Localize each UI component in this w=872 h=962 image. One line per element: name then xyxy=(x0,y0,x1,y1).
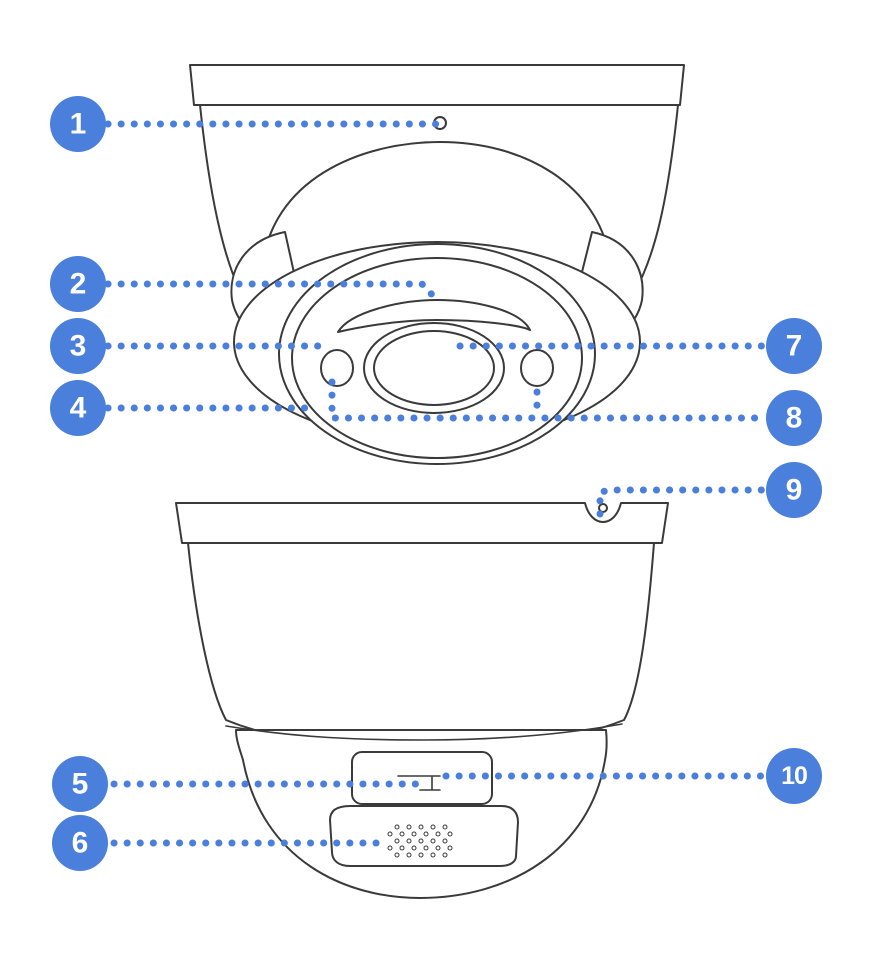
callout-badge-2: 2 xyxy=(50,256,106,312)
speaker-holes xyxy=(387,824,453,858)
dome-seam xyxy=(225,723,623,741)
speaker-hole xyxy=(418,852,424,858)
card-slot-cover xyxy=(351,751,493,805)
callout-badge-3: 3 xyxy=(50,318,106,374)
speaker-hole xyxy=(430,852,436,858)
speaker-hole xyxy=(423,831,429,837)
speaker-hole xyxy=(394,838,400,844)
callout-label-7: 7 xyxy=(786,330,803,363)
callout-label-9: 9 xyxy=(786,474,803,507)
speaker-hole xyxy=(406,824,412,830)
reset-pin-hole xyxy=(598,503,608,513)
speaker-hole xyxy=(447,831,453,837)
leader-line-9 xyxy=(596,486,767,518)
speaker-hole xyxy=(442,852,448,858)
bottom-bowl xyxy=(187,542,655,749)
callout-label-1: 1 xyxy=(70,108,87,141)
callout-label-6: 6 xyxy=(72,827,89,860)
leader-line-8 xyxy=(328,378,770,422)
front-top-rim xyxy=(189,64,685,106)
speaker-plate xyxy=(329,805,519,867)
leader-lines xyxy=(104,120,770,847)
light-sensor xyxy=(337,299,531,333)
speaker-hole xyxy=(442,824,448,830)
speaker-hole xyxy=(406,838,412,844)
callout-label-3: 3 xyxy=(70,330,87,363)
speaker-hole xyxy=(411,845,417,851)
callout-label-4: 4 xyxy=(70,392,87,425)
speaker-hole xyxy=(447,845,453,851)
callout-badge-4: 4 xyxy=(50,380,106,436)
callout-badge-7: 7 xyxy=(766,318,822,374)
microsd-slot xyxy=(397,775,441,791)
right-ir-led xyxy=(520,349,554,387)
speaker-hole xyxy=(406,852,412,858)
callout-badge-9: 9 xyxy=(766,462,822,518)
speaker-hole xyxy=(399,831,405,837)
speaker-hole xyxy=(399,845,405,851)
speaker-hole xyxy=(411,831,417,837)
callout-badge-6: 6 xyxy=(52,815,108,871)
speaker-hole xyxy=(435,845,441,851)
speaker-hole xyxy=(418,838,424,844)
speaker-hole xyxy=(430,838,436,844)
leader-line-2 xyxy=(104,280,441,304)
callout-badge-5: 5 xyxy=(52,756,108,812)
callout-badge-10: 10 xyxy=(766,748,822,804)
speaker-hole xyxy=(435,831,441,837)
callout-label-8: 8 xyxy=(786,402,803,435)
speaker-hole xyxy=(394,824,400,830)
speaker-hole xyxy=(387,831,393,837)
main-lens-inner xyxy=(373,330,495,406)
camera-front-view xyxy=(189,64,685,465)
speaker-hole xyxy=(418,824,424,830)
speaker-hole xyxy=(442,838,448,844)
bottom-base xyxy=(175,502,669,544)
speaker-hole xyxy=(430,824,436,830)
callout-badge-8: 8 xyxy=(766,390,822,446)
speaker-hole xyxy=(394,852,400,858)
callout-badge-1: 1 xyxy=(50,96,106,152)
callout-label-10: 10 xyxy=(781,762,807,790)
camera-bottom-view xyxy=(175,502,669,899)
left-ir-led xyxy=(320,349,354,387)
speaker-hole xyxy=(423,845,429,851)
callout-label-2: 2 xyxy=(70,268,87,301)
callout-label-5: 5 xyxy=(72,768,89,801)
speaker-hole xyxy=(387,845,393,851)
